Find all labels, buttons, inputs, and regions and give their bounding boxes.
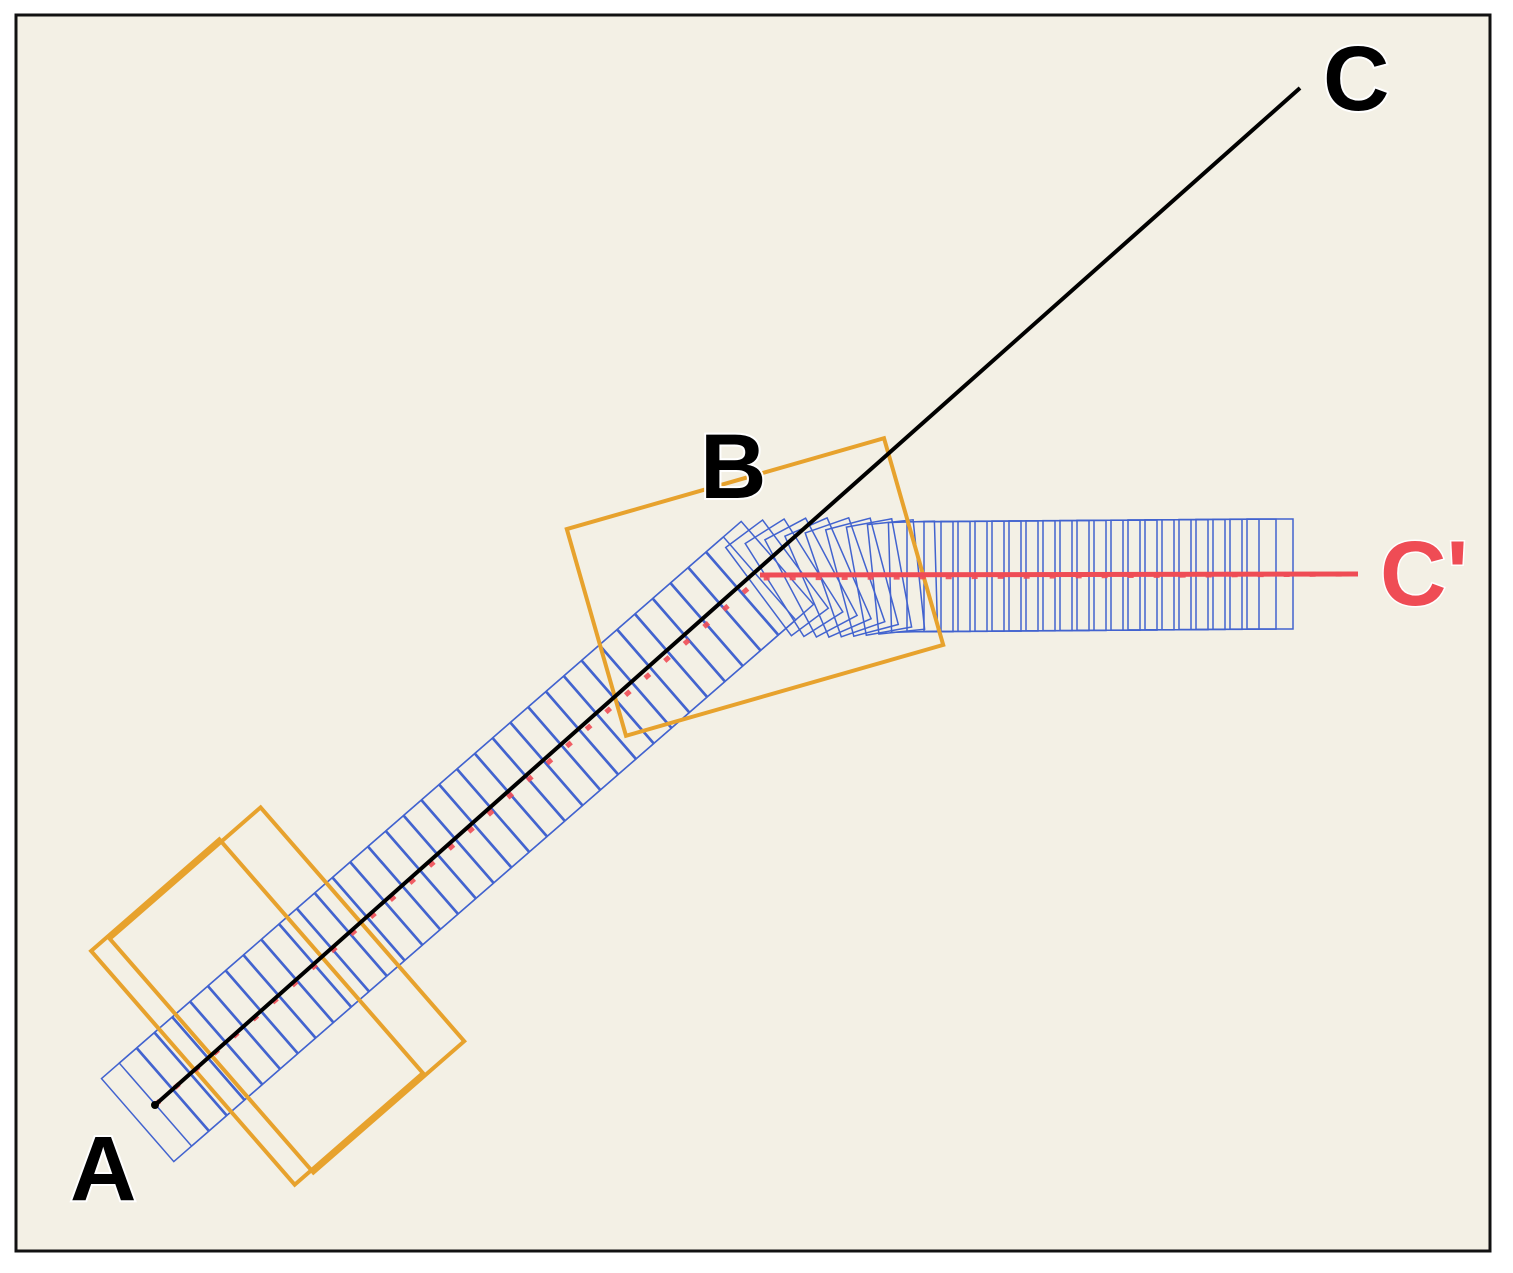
snapshot-box	[724, 518, 830, 637]
snapshot-boxes	[100, 516, 1294, 1163]
label-b: B	[700, 416, 766, 518]
corrected-path-segment-to-c-prime	[759, 571, 1359, 578]
label-c: C	[1323, 28, 1389, 130]
label-a: A	[70, 1118, 136, 1220]
snapshot-box	[824, 517, 900, 638]
snapshot-box	[804, 516, 886, 638]
snapshot-box	[705, 520, 815, 636]
original-path	[153, 86, 1302, 1107]
key-boxes	[88, 435, 946, 1188]
snapshot-box	[1246, 518, 1294, 630]
diagram-background	[14, 13, 1492, 1253]
key-box-a-outer	[106, 804, 468, 1176]
snapshot-box	[763, 517, 859, 639]
point-a-marker	[151, 1101, 159, 1109]
snapshot-box	[845, 517, 913, 637]
label-c-prime: C'	[1380, 523, 1468, 625]
key-box-a	[88, 836, 426, 1188]
snapshot-box	[783, 516, 873, 639]
key-box-b	[564, 435, 946, 739]
snapshot-box	[744, 517, 844, 638]
